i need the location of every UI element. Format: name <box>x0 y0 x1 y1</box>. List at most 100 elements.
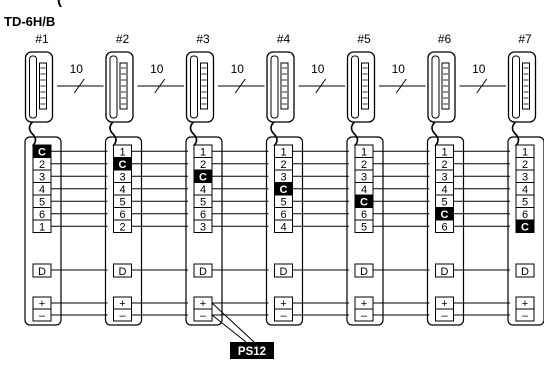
plus-terminal-label: + <box>119 298 125 310</box>
handset-cord <box>109 121 117 147</box>
terminal-label: C <box>38 147 46 159</box>
handset-keypad <box>39 62 47 110</box>
terminal-label: 1 <box>200 147 206 159</box>
station-number-label: #2 <box>116 32 130 46</box>
terminal-panel <box>24 136 62 326</box>
terminal-label: 3 <box>361 172 367 184</box>
door-terminal <box>193 263 213 278</box>
station-number-label: #3 <box>196 32 210 46</box>
plus-terminal-label: + <box>522 298 528 310</box>
terminal-label: 6 <box>39 209 45 221</box>
terminal-label: 1 <box>361 147 367 159</box>
plus-terminal-label: + <box>280 298 286 310</box>
handset-receiver <box>190 55 198 119</box>
common-terminal <box>515 219 535 233</box>
handset-receiver <box>109 55 118 119</box>
wire-count-label: 10 <box>231 62 245 76</box>
handset-receiver <box>512 55 520 119</box>
handset-cord <box>431 121 439 147</box>
door-terminal <box>354 263 374 278</box>
plus-terminal-label: + <box>361 298 367 310</box>
terminal-label: 6 <box>441 222 447 234</box>
wire-count-label: 10 <box>311 62 325 76</box>
door-terminal-label: D <box>119 266 127 278</box>
door-terminal-label: D <box>199 266 207 278</box>
terminal-label: 4 <box>280 222 286 234</box>
station-group: #1C234561D+–#21C34562D+–#312C4563D+–#412… <box>24 32 544 326</box>
terminal-label: 4 <box>361 184 367 196</box>
terminal-label: C <box>280 184 288 196</box>
terminal-label: 4 <box>441 184 447 196</box>
terminal-label: 1 <box>441 147 447 159</box>
terminal-panel <box>426 136 465 326</box>
terminal-panel <box>507 136 544 326</box>
terminal-label: 3 <box>119 172 125 184</box>
handset-receiver <box>431 55 440 119</box>
wire-count-slash <box>234 78 246 94</box>
power-lead-minus <box>211 314 247 343</box>
terminal-label: 6 <box>119 209 125 221</box>
minus-terminal-label: – <box>39 310 46 322</box>
station-number-label: #1 <box>35 32 49 46</box>
terminal-label: 4 <box>200 184 206 196</box>
terminal-label: 2 <box>280 159 286 171</box>
plus-terminal-label: + <box>200 298 206 310</box>
terminal-label: 2 <box>522 159 528 171</box>
handset-keypad <box>119 62 128 110</box>
terminal-label: 2 <box>200 159 206 171</box>
wire-count-slash <box>395 78 407 94</box>
wire-count-slash <box>315 78 327 94</box>
terminal-label: 5 <box>522 197 528 209</box>
wire-count-slash <box>73 78 85 94</box>
terminal-panel <box>265 136 304 326</box>
terminal-label: 2 <box>441 159 447 171</box>
terminal-label: 4 <box>39 184 45 196</box>
minus-terminal-label: – <box>280 310 287 322</box>
handset-cord <box>350 121 359 147</box>
station-number-label: #4 <box>277 32 291 46</box>
handset-cord <box>511 121 520 147</box>
terminal-label: 3 <box>441 172 447 184</box>
door-terminal-label: D <box>360 266 368 278</box>
terminal-label: 5 <box>39 197 45 209</box>
terminal-cell <box>113 219 132 233</box>
terminal-label: C <box>199 172 207 184</box>
terminal-label: 1 <box>522 147 528 159</box>
terminal-cell <box>435 219 454 233</box>
terminal-label: 2 <box>361 159 367 171</box>
terminal-label: 5 <box>441 197 447 209</box>
power-lead-plus <box>211 302 255 343</box>
door-terminal <box>113 263 132 278</box>
terminal-label: 6 <box>522 209 528 221</box>
handset-keypad <box>200 62 208 110</box>
station-number-label: #5 <box>357 32 371 46</box>
handset-receiver <box>270 55 279 119</box>
terminal-label: C <box>119 159 127 171</box>
door-terminal <box>515 263 535 278</box>
minus-terminal-label: – <box>441 310 448 322</box>
terminal-label: 3 <box>200 222 206 234</box>
power-supply-box <box>230 342 274 359</box>
terminal-label: 2 <box>119 222 125 234</box>
terminal-label: 5 <box>200 197 206 209</box>
minus-terminal-label: – <box>200 310 207 322</box>
door-terminal <box>435 263 454 278</box>
terminal-label: 2 <box>39 159 45 171</box>
door-terminal <box>32 263 52 278</box>
minus-terminal-label: – <box>522 310 529 322</box>
handset-cord <box>189 121 198 147</box>
wire-count-label: 10 <box>70 62 84 76</box>
terminal-label: C <box>360 197 368 209</box>
terminal-label: 6 <box>280 209 286 221</box>
door-terminal <box>274 263 293 278</box>
terminal-label: C <box>441 209 449 221</box>
station-number-label: #6 <box>438 32 452 46</box>
terminal-label: 1 <box>119 147 125 159</box>
wire-count-label: 10 <box>472 62 486 76</box>
